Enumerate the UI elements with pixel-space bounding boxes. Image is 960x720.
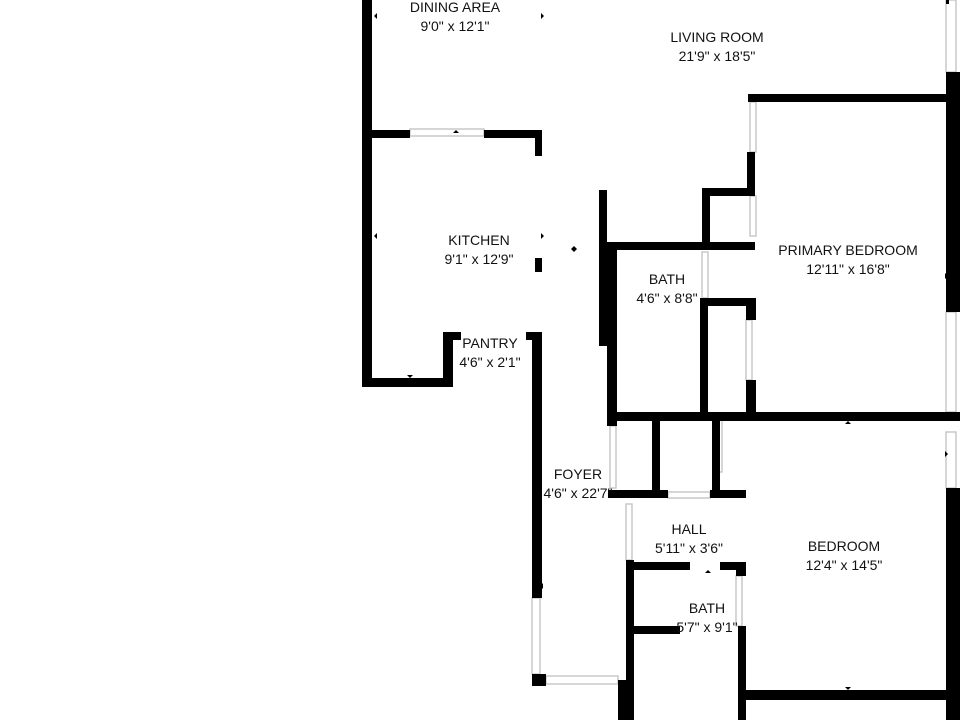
walls xyxy=(362,0,960,720)
room-name: BEDROOM xyxy=(807,538,881,554)
room-label-primary-bedroom: PRIMARY BEDROOM 12'11" x 16'8" xyxy=(778,241,918,279)
room-dimensions: 4'6" x 22'7" xyxy=(543,485,613,501)
room-label-hall: HALL 5'11" x 3'6" xyxy=(655,520,723,558)
room-dimensions: 4'6" x 8'8" xyxy=(636,290,698,306)
room-dimensions: 21'9" x 18'5" xyxy=(678,48,756,64)
room-label-bath-2: BATH 5'7" x 9'1" xyxy=(676,599,737,637)
room-label-pantry: PANTRY 4'6" x 2'1" xyxy=(459,334,520,372)
room-label-kitchen: KITCHEN 9'1" x 12'9" xyxy=(445,231,514,269)
room-dimensions: 9'0" x 12'1" xyxy=(420,18,490,34)
room-name: BATH xyxy=(648,271,686,287)
room-label-bedroom: BEDROOM 12'4" x 14'5" xyxy=(806,537,883,575)
room-name: HALL xyxy=(671,521,707,537)
room-label-foyer: FOYER 4'6" x 22'7" xyxy=(544,465,613,503)
room-label-dining-area: DINING AREA 9'0" x 12'1" xyxy=(410,0,500,36)
room-dimensions: 12'11" x 16'8" xyxy=(806,261,890,277)
dimension-ticks xyxy=(374,13,948,690)
room-label-living-room: LIVING ROOM 21'9" x 18'5" xyxy=(670,28,763,66)
room-name: PRIMARY BEDROOM xyxy=(778,242,918,258)
room-label-bath-1: BATH 4'6" x 8'8" xyxy=(636,270,697,308)
room-name: KITCHEN xyxy=(448,232,510,248)
room-dimensions: 12'4" x 14'5" xyxy=(805,557,883,573)
room-dimensions: 5'7" x 9'1" xyxy=(676,619,738,635)
room-name: LIVING ROOM xyxy=(670,29,764,45)
room-name: FOYER xyxy=(553,466,603,482)
room-dimensions: 5'11" x 3'6" xyxy=(655,540,723,556)
room-name: DINING AREA xyxy=(409,0,501,15)
room-dimensions: 9'1" x 12'9" xyxy=(444,251,514,267)
room-name: PANTRY xyxy=(462,335,518,351)
room-name: BATH xyxy=(688,600,726,616)
room-dimensions: 4'6" x 2'1" xyxy=(459,354,521,370)
